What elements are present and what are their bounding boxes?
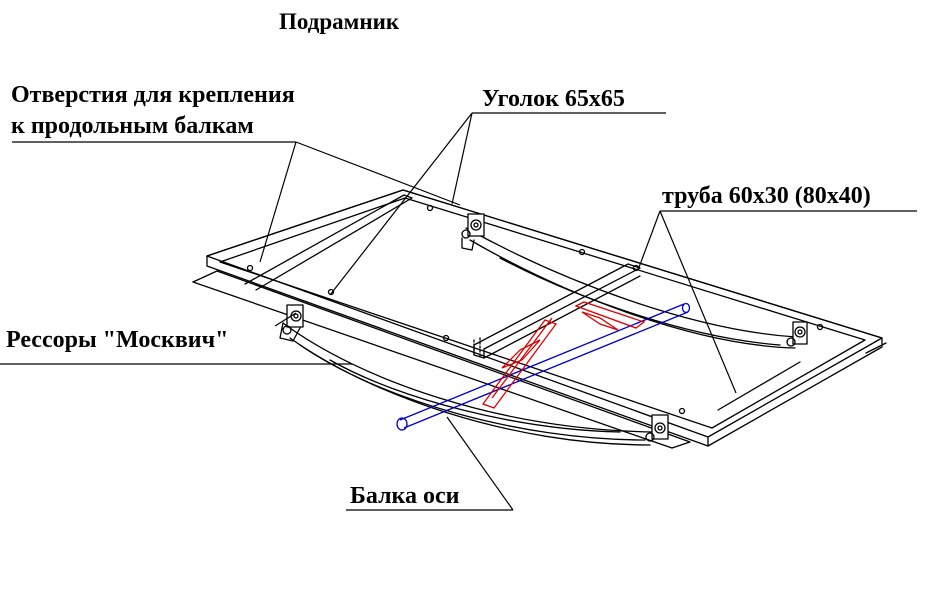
hanger-rear-left (645, 414, 669, 442)
spring-right (465, 227, 797, 349)
cross-tube-3 (717, 361, 801, 411)
holes-label-line2: к продольным балкам (11, 113, 254, 139)
holes-label-line1: Отверстия для крепления (11, 82, 295, 108)
frame-outer (192, 189, 887, 449)
cross-tube-1 (244, 194, 413, 291)
axle-beam (396, 302, 691, 431)
angle-label: Уголок 65х65 (482, 86, 625, 112)
axle-bracket (481, 301, 646, 409)
mounting-holes (246, 204, 824, 415)
hanger-front-right (461, 213, 485, 251)
spring-left (282, 322, 656, 446)
tube-label: труба 60х30 (80х40) (662, 183, 871, 209)
leader-lines (0, 112, 917, 511)
diagram-title: Подрамник (279, 9, 400, 34)
hanger-front-left (279, 304, 304, 342)
springs-label: Рессоры "Москвич" (6, 327, 229, 353)
hanger-rear-right (786, 321, 808, 347)
axle-label: Балка оси (350, 483, 460, 509)
